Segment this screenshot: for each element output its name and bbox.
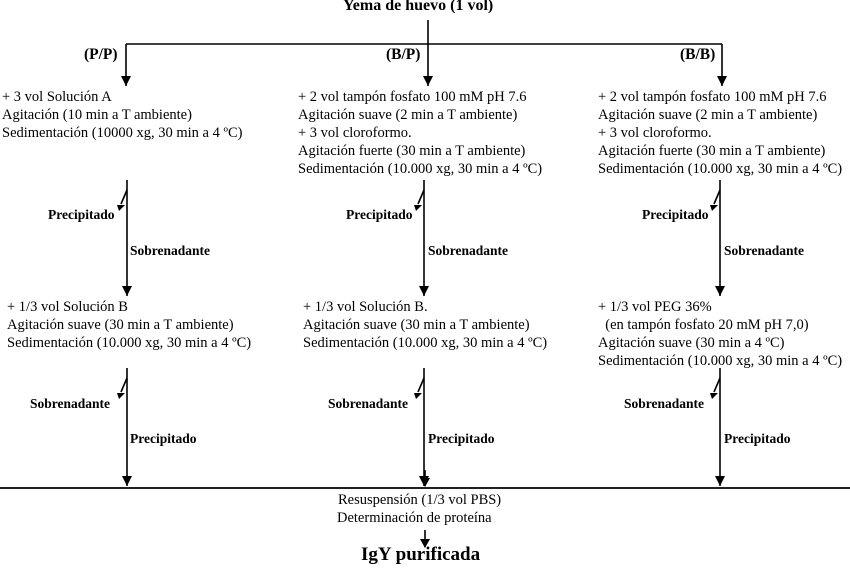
step-line: Agitación (10 min a T ambiente)	[2, 107, 192, 123]
step-line: + 2 vol tampón fosfato 100 mM pH 7.6	[298, 89, 527, 105]
final-product: IgY purificada	[361, 544, 481, 565]
step-line: Sedimentación (10000 xg, 30 min a 4 ºC)	[2, 125, 243, 141]
step-line: + 1/3 vol Solución B	[7, 299, 128, 315]
pp-split1-precipitado: Precipitado	[48, 207, 115, 222]
bb-split1-sobrenadante: Sobrenadante	[724, 243, 805, 258]
split1-arrows	[117, 180, 725, 296]
step-line: Sedimentación (10.000 xg, 30 min a 4 ºC)	[598, 161, 843, 177]
pp-split2-precipitado: Precipitado	[130, 431, 197, 446]
step-line: Sedimentación (10.000 xg, 30 min a 4 ºC)	[598, 353, 843, 369]
branch-label-bp: (B/P)	[386, 46, 421, 63]
bp-split2-precipitado: Precipitado	[428, 431, 495, 446]
step-line: Agitación suave (2 min a T ambiente)	[598, 107, 818, 123]
branch-label-bb: (B/B)	[680, 46, 716, 63]
step-line: Agitación suave (30 min a 4 ºC)	[598, 335, 785, 351]
step-line: (en tampón fosfato 20 mM pH 7,0)	[598, 317, 809, 333]
bb-split2-sobrenadante: Sobrenadante	[624, 396, 705, 411]
step-line: + 1/3 vol PEG 36%	[598, 299, 712, 315]
pp-split2-sobrenadante: Sobrenadante	[30, 396, 111, 411]
step-line: + 3 vol cloroformo.	[598, 125, 712, 141]
step-line: Sedimentación (10.000 xg, 30 min a 4 ºC)	[298, 161, 543, 177]
bb-split2-precipitado: Precipitado	[724, 431, 791, 446]
step-line: + 3 vol Solución A	[2, 89, 112, 105]
step-line: Agitación suave (30 min a T ambiente)	[303, 317, 530, 333]
bp-split2-sobrenadante: Sobrenadante	[328, 396, 409, 411]
bp-split1-precipitado: Precipitado	[346, 207, 413, 222]
step-line: + 3 vol cloroformo.	[298, 125, 412, 141]
step-line: Agitación fuerte (30 min a T ambiente)	[298, 143, 526, 159]
bb-split1-precipitado: Precipitado	[642, 207, 709, 222]
step-line: Agitación suave (30 min a T ambiente)	[7, 317, 234, 333]
step-line: Sedimentación (10.000 xg, 30 min a 4 ºC)	[303, 335, 548, 351]
branch-label-pp: (P/P)	[84, 46, 118, 63]
merge-step-1: Resuspensión (1/3 vol PBS)	[338, 492, 502, 508]
pp-split1-sobrenadante: Sobrenadante	[130, 243, 211, 258]
step-line: + 1/3 vol Solución B.	[303, 299, 428, 315]
step-line: + 2 vol tampón fosfato 100 mM pH 7.6	[598, 89, 827, 105]
source-title: Yema de huevo (1 vol)	[343, 0, 494, 14]
step-line: Sedimentación (10.000 xg, 30 min a 4 ºC)	[7, 335, 252, 351]
step-line: Agitación suave (2 min a T ambiente)	[298, 107, 518, 123]
bp-split1-sobrenadante: Sobrenadante	[428, 243, 509, 258]
split2-arrows	[117, 368, 725, 486]
merge-step-2: Determinación de proteína	[337, 510, 492, 526]
step-line: Agitación fuerte (30 min a T ambiente)	[598, 143, 826, 159]
